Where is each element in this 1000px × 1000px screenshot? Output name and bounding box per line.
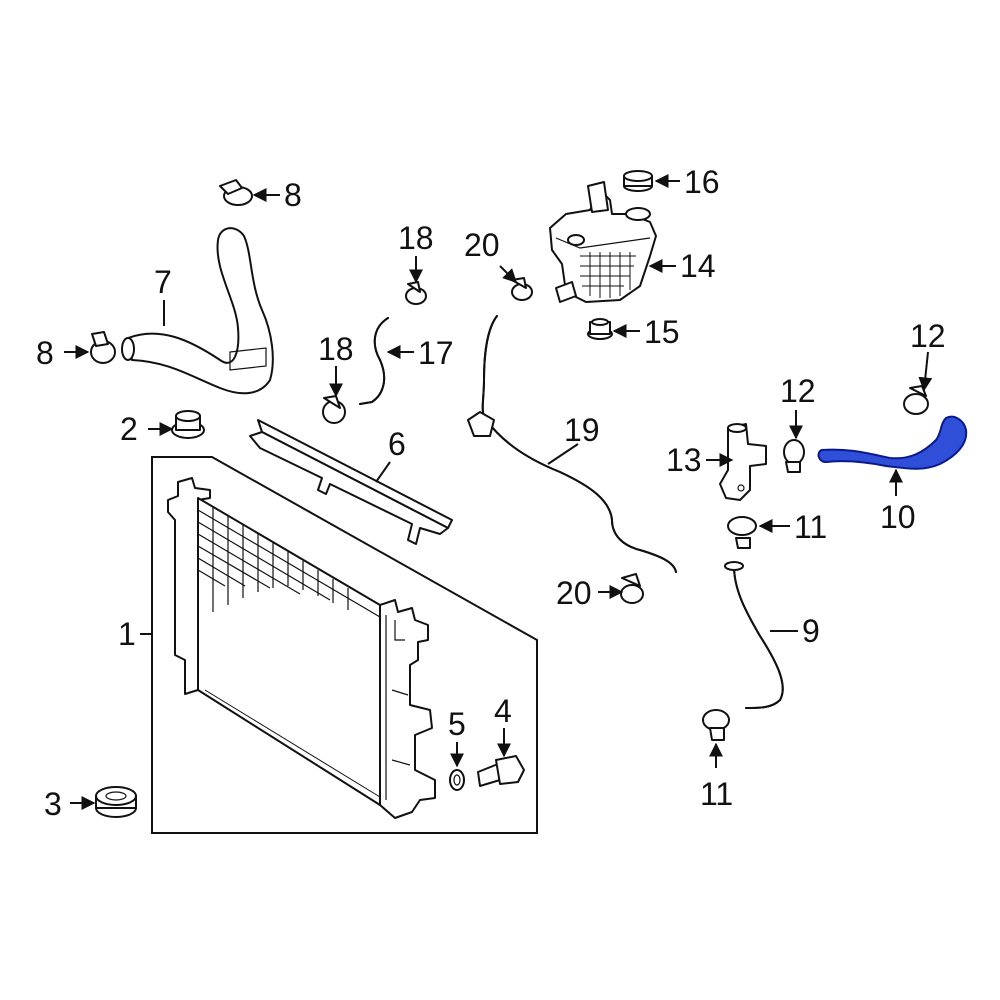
callout-8-upper: 8 <box>284 177 302 213</box>
callout-12-left: 12 <box>780 373 816 409</box>
radiator-core <box>197 497 381 806</box>
callout-15: 15 <box>644 314 680 350</box>
callout-9: 9 <box>802 613 820 649</box>
callout-10: 10 <box>880 499 916 535</box>
reservoir-grid <box>580 252 636 298</box>
callout-8-lower: 8 <box>36 335 54 371</box>
callout-labels: 1 2 3 4 5 6 7 8 8 9 10 11 11 12 12 13 14… <box>36 164 946 822</box>
callout-11-upper: 11 <box>794 509 827 545</box>
o-ring-part-5[interactable] <box>449 769 465 791</box>
callout-12-right: 12 <box>910 318 946 354</box>
callout-18-lower: 18 <box>318 331 354 367</box>
hose-part-10-highlighted[interactable] <box>817 415 968 470</box>
callout-17: 17 <box>418 335 454 371</box>
callout-5: 5 <box>448 706 466 742</box>
overflow-pipe-part-19[interactable] <box>467 315 677 573</box>
callout-6: 6 <box>388 426 406 462</box>
water-outlet-part-13[interactable] <box>719 423 767 501</box>
callout-3: 3 <box>44 786 62 822</box>
hose-clamp-part-12-left[interactable] <box>783 439 805 473</box>
hose-clamp-part-11-lower[interactable] <box>702 709 730 741</box>
callout-20-upper: 20 <box>464 227 500 263</box>
callout-4: 4 <box>494 693 512 729</box>
upper-hose-part-7[interactable] <box>121 227 274 395</box>
hose-clamp-part-20-lower[interactable] <box>620 573 644 604</box>
radiator-core-grid <box>197 507 381 798</box>
callout-2: 2 <box>120 411 138 447</box>
callout-19: 19 <box>564 412 600 448</box>
callout-18-upper: 18 <box>398 220 434 256</box>
callout-7: 7 <box>154 264 172 300</box>
radiator-right-tank-detail <box>385 615 411 800</box>
leader-lines <box>64 174 933 810</box>
reservoir-cap-part-16[interactable] <box>623 170 653 192</box>
drain-valve-part-4[interactable] <box>477 755 525 787</box>
callout-13: 13 <box>666 442 702 478</box>
hose-clamp-part-8-upper[interactable] <box>219 179 253 206</box>
hose-clamp-part-12-right[interactable] <box>903 385 929 415</box>
hose-clamp-part-8-lower[interactable] <box>90 331 116 364</box>
callout-11-lower: 11 <box>700 776 733 812</box>
callout-16: 16 <box>684 164 720 200</box>
hose-clamp-part-11-upper[interactable] <box>727 516 757 549</box>
callout-20-lower: 20 <box>556 575 592 611</box>
callout-1: 1 <box>118 616 136 652</box>
drain-plug-part-2[interactable] <box>171 410 205 439</box>
radiator-frame-outline <box>151 456 538 834</box>
radiator-left-tank <box>167 477 211 695</box>
radiator-right-tank <box>379 599 436 819</box>
bypass-hose-part-17[interactable] <box>359 317 389 405</box>
hose-clamp-part-18-lower[interactable] <box>322 395 346 424</box>
grommet-part-15[interactable] <box>587 318 613 340</box>
radiator-assembly[interactable] <box>151 456 538 834</box>
callout-14: 14 <box>680 248 716 284</box>
radiator-mount-part-3[interactable] <box>95 786 137 818</box>
lower-hose-part-9[interactable] <box>724 561 784 709</box>
coolant-reservoir-part-14[interactable] <box>549 181 657 303</box>
radiator-support-part-6[interactable] <box>249 419 453 545</box>
hose-clamp-part-18-upper[interactable] <box>405 281 427 305</box>
